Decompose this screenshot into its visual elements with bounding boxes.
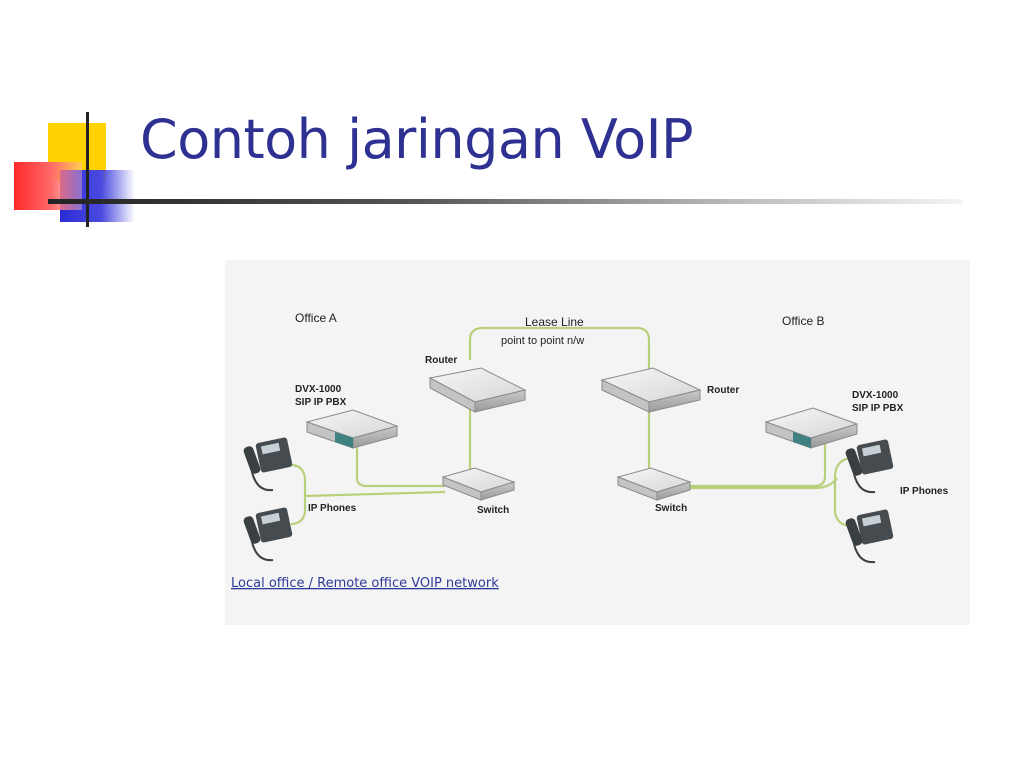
pbx-a-label-line1: DVX-1000 <box>295 384 342 395</box>
lease-line-cable <box>468 326 651 375</box>
office-b-label: Office B <box>782 314 824 328</box>
router-a-icon <box>428 367 527 413</box>
router-a-label: Router <box>425 355 457 366</box>
title-underline <box>48 199 963 204</box>
router-b-icon <box>600 367 702 413</box>
lease-line-label: Lease Line <box>525 315 584 329</box>
network-diagram-svg: Office A Office B Lease Line point to po… <box>231 311 949 591</box>
phones-b-cable <box>833 456 851 528</box>
switch-a-label: Switch <box>477 505 509 516</box>
ip-phone-a2-icon <box>243 507 293 562</box>
switch-a-icon <box>441 467 516 501</box>
network-diagram: Office A Office B Lease Line point to po… <box>225 260 970 625</box>
office-a-label: Office A <box>295 311 337 325</box>
pbx-a-to-switch-a-cable <box>355 446 445 488</box>
pbx-b-label-line1: DVX-1000 <box>852 390 899 401</box>
switch-b-label: Switch <box>655 503 687 514</box>
pbx-a-label-line2: SIP IP PBX <box>295 397 347 408</box>
lease-line-sub-label: point to point n/w <box>501 335 584 347</box>
slide-title: Contoh jaringan VoIP <box>140 108 694 171</box>
deco-vertical-line <box>86 112 89 227</box>
pbx-b-label-line2: SIP IP PBX <box>852 403 904 414</box>
ip-phone-b1-icon <box>845 439 894 494</box>
switch-b-to-pbx-b-cable <box>690 440 827 488</box>
ip-phone-a1-icon <box>243 437 293 492</box>
router-b-label: Router <box>707 385 739 396</box>
ip-phone-b2-icon <box>845 509 894 564</box>
ip-phones-b-label: IP Phones <box>900 486 949 497</box>
switch-b-icon <box>616 467 692 501</box>
cables <box>290 326 851 528</box>
ip-phones-a-label: IP Phones <box>308 503 357 514</box>
pbx-a-icon <box>305 409 399 449</box>
pbx-b-icon <box>764 407 859 449</box>
phones-a-to-switch-cable <box>304 490 446 498</box>
diagram-caption: Local office / Remote office VOIP networ… <box>231 576 499 591</box>
phones-a-cable <box>290 463 307 526</box>
